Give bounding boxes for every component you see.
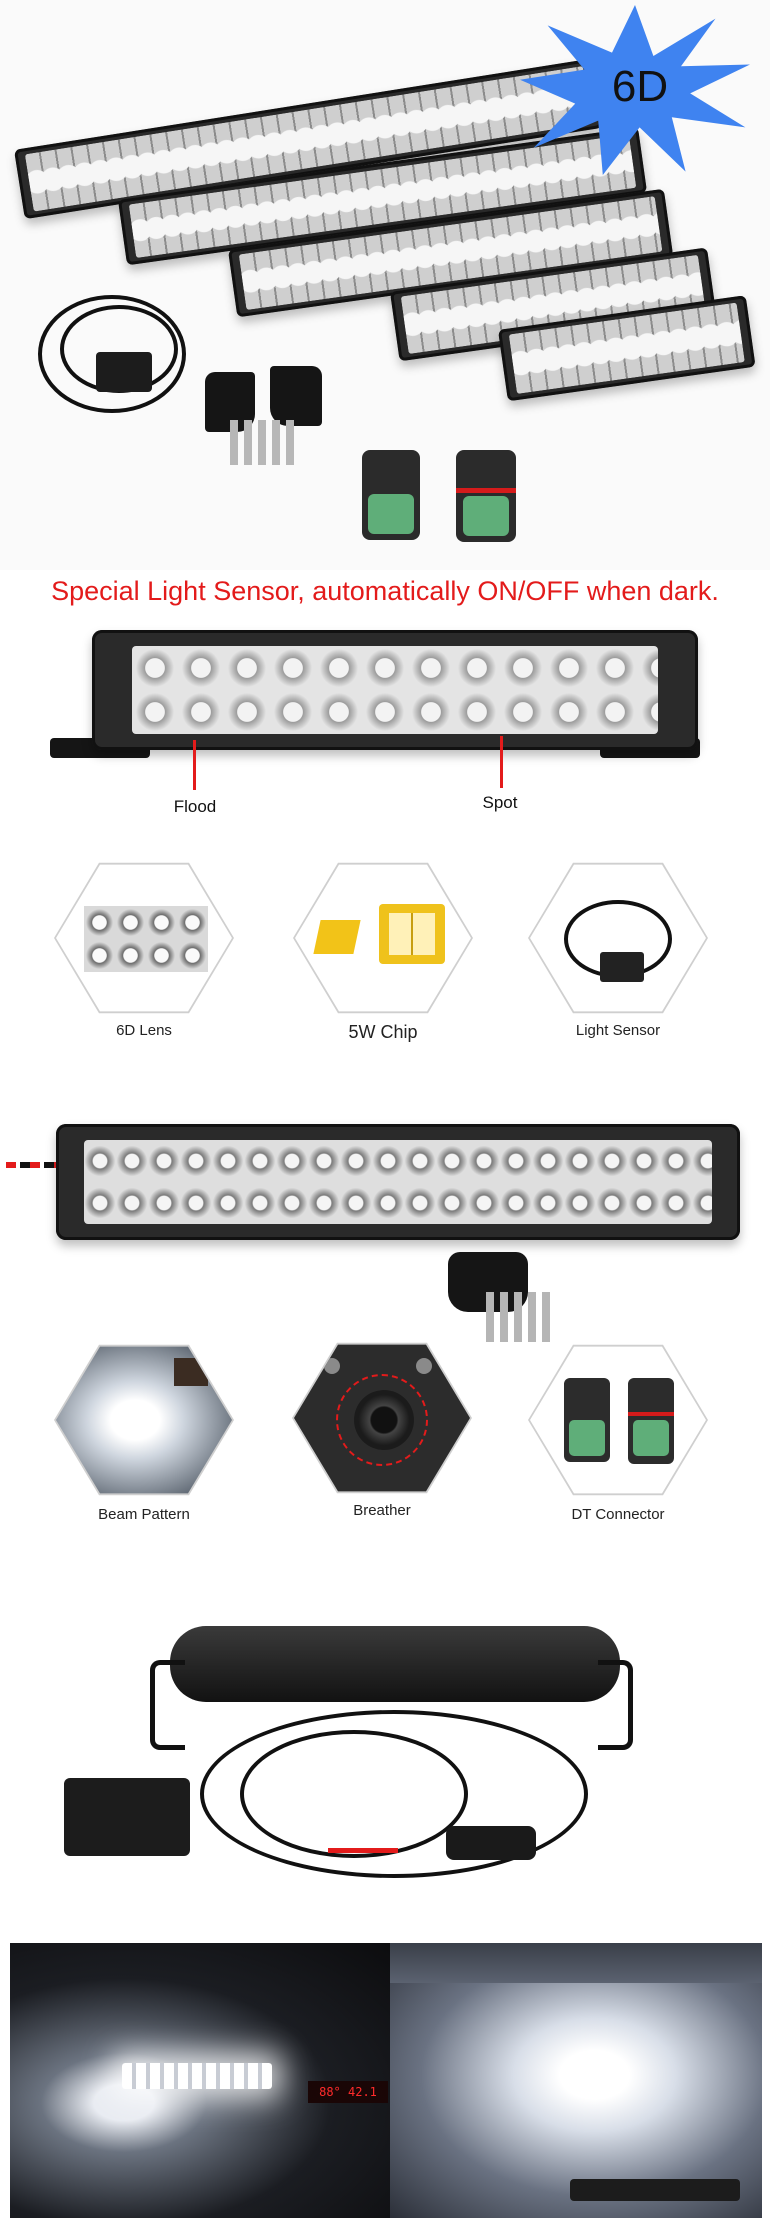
harness-relay-box: [64, 1778, 190, 1856]
harness-cable-loop: [240, 1730, 468, 1858]
demo-right-scene: [390, 1943, 762, 2218]
demo-light-bar-unlit: [570, 2179, 740, 2201]
rear-bracket-left: [150, 1660, 185, 1750]
breather-highlight-circle: [336, 1374, 428, 1466]
demo-ceiling-beam: [390, 1943, 762, 1983]
wide-bar-section: [0, 1110, 770, 1350]
feature-label-breather: Breather: [353, 1502, 411, 1519]
bar-wires: [6, 1162, 66, 1168]
feature-label-dt-connector: DT Connector: [571, 1506, 665, 1523]
feature-label-beam-pattern: Beam Pattern: [98, 1506, 190, 1523]
dt-plug-left: [564, 1378, 610, 1462]
feature-hex-dt-connector: [528, 1344, 708, 1496]
wall-picture-frame: [174, 1358, 208, 1386]
rear-bracket-right: [598, 1660, 633, 1750]
mounting-bracket: [270, 366, 322, 426]
demo-photo: 88° 42.1: [10, 1943, 762, 2218]
hardware-bolts: [486, 1292, 556, 1342]
flood-pointer-line: [193, 740, 196, 790]
spot-label: Spot: [482, 793, 518, 812]
feature-hex-5w-chip: [293, 862, 473, 1014]
light-bar-wide-view: [56, 1124, 740, 1240]
chip-large: [379, 904, 445, 964]
flood-spot-section: [0, 620, 770, 840]
wiring-harness-cable: [38, 295, 186, 413]
feature-hex-beam-pattern: [54, 1344, 234, 1496]
flood-label: Flood: [173, 797, 217, 816]
rear-view-section: [0, 1600, 770, 1900]
housing-screw: [324, 1358, 340, 1374]
feature-label-5w-chip: 5W Chip: [348, 1022, 418, 1042]
feature-hex-breather: [292, 1342, 472, 1494]
badge-label: 6D: [611, 62, 669, 111]
light-sensor-box: [96, 352, 152, 392]
harness-cable-main: [200, 1710, 588, 1878]
feature-hex-6d-lens: [54, 862, 234, 1014]
bolt-set: [230, 420, 300, 465]
sensor-banner: Special Light Sensor, automatically ON/O…: [51, 576, 719, 606]
feature-label-6d-lens: 6D Lens: [116, 1022, 172, 1039]
light-bar-front-view: [92, 630, 698, 750]
chip-small: [313, 920, 361, 954]
dt-plug-right: [628, 1378, 674, 1464]
lens-closeup: [84, 906, 208, 972]
dt-connector-right: [456, 450, 516, 542]
feature-hex-light-sensor: [528, 862, 708, 1014]
sensor-unit: [600, 952, 644, 982]
demo-light-bar-lit: [122, 2063, 272, 2089]
product-family-section: 6D: [0, 0, 770, 570]
feature-label-light-sensor: Light Sensor: [575, 1022, 661, 1039]
light-bar-rear-housing: [170, 1626, 620, 1702]
dt-connector-left: [362, 450, 420, 540]
housing-screw: [416, 1358, 432, 1374]
spot-pointer-line: [500, 736, 503, 788]
demo-red-display: 88° 42.1: [308, 2081, 388, 2103]
harness-red-wire: [328, 1848, 398, 1853]
harness-switch-plug: [446, 1826, 536, 1860]
